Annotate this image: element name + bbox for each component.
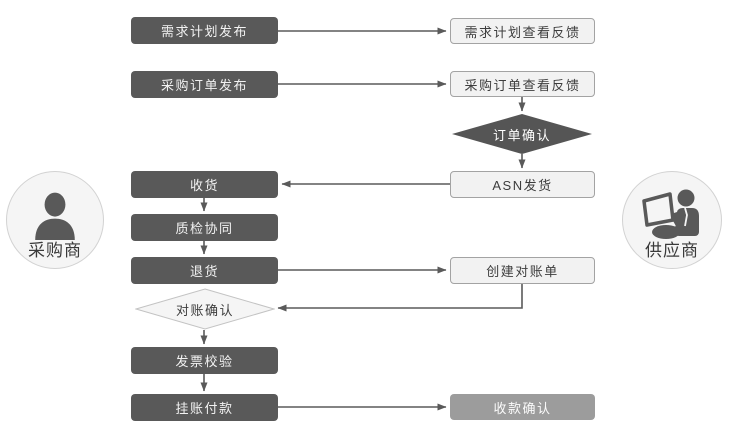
actor-buyer-circle: 采购商 [6,171,104,269]
node-label: 发票校验 [175,354,234,369]
node-label: 采购订单发布 [160,78,248,93]
node-receive-goods: 收货 [131,171,278,198]
node-asn-shipping: ASN发货 [450,171,595,198]
actor-label: 供应商 [645,241,699,260]
decision-label: 对账确认 [175,302,234,318]
node-po-feedback: 采购订单查看反馈 [450,71,595,97]
node-invoice-verification: 发票校验 [131,347,278,374]
node-label: 采购订单查看反馈 [464,77,581,93]
node-booked-payment: 挂账付款 [131,394,278,421]
node-po-publish: 采购订单发布 [131,71,278,98]
node-label: 创建对账单 [486,264,559,279]
node-return-goods: 退货 [131,257,278,284]
node-demand-plan-feedback: 需求计划查看反馈 [450,18,595,44]
actor-supplier-circle: 供应商 [622,171,722,269]
decision-label: 订单确认 [492,127,551,143]
node-label: 收货 [189,178,219,193]
node-label: 退货 [189,264,219,279]
node-demand-plan-publish: 需求计划发布 [131,17,278,44]
diamond-shape [135,288,275,330]
diamond-shape [452,114,592,154]
person-laptop-icon [639,188,705,240]
node-label: 挂账付款 [175,401,234,416]
node-label: ASN发货 [492,178,553,193]
node-label: 质检协同 [175,221,234,236]
decision-order-confirm: 订单确认 [452,114,592,154]
node-label: 需求计划查看反馈 [464,24,581,40]
node-quality-collaboration: 质检协同 [131,214,278,241]
decision-statement-confirm: 对账确认 [135,288,275,330]
actor-label: 采购商 [28,241,82,260]
node-collection-confirm: 收款确认 [450,394,595,420]
node-create-statement: 创建对账单 [450,257,595,284]
node-label: 需求计划发布 [160,24,248,39]
person-icon [30,190,80,240]
node-label: 收款确认 [493,400,552,416]
